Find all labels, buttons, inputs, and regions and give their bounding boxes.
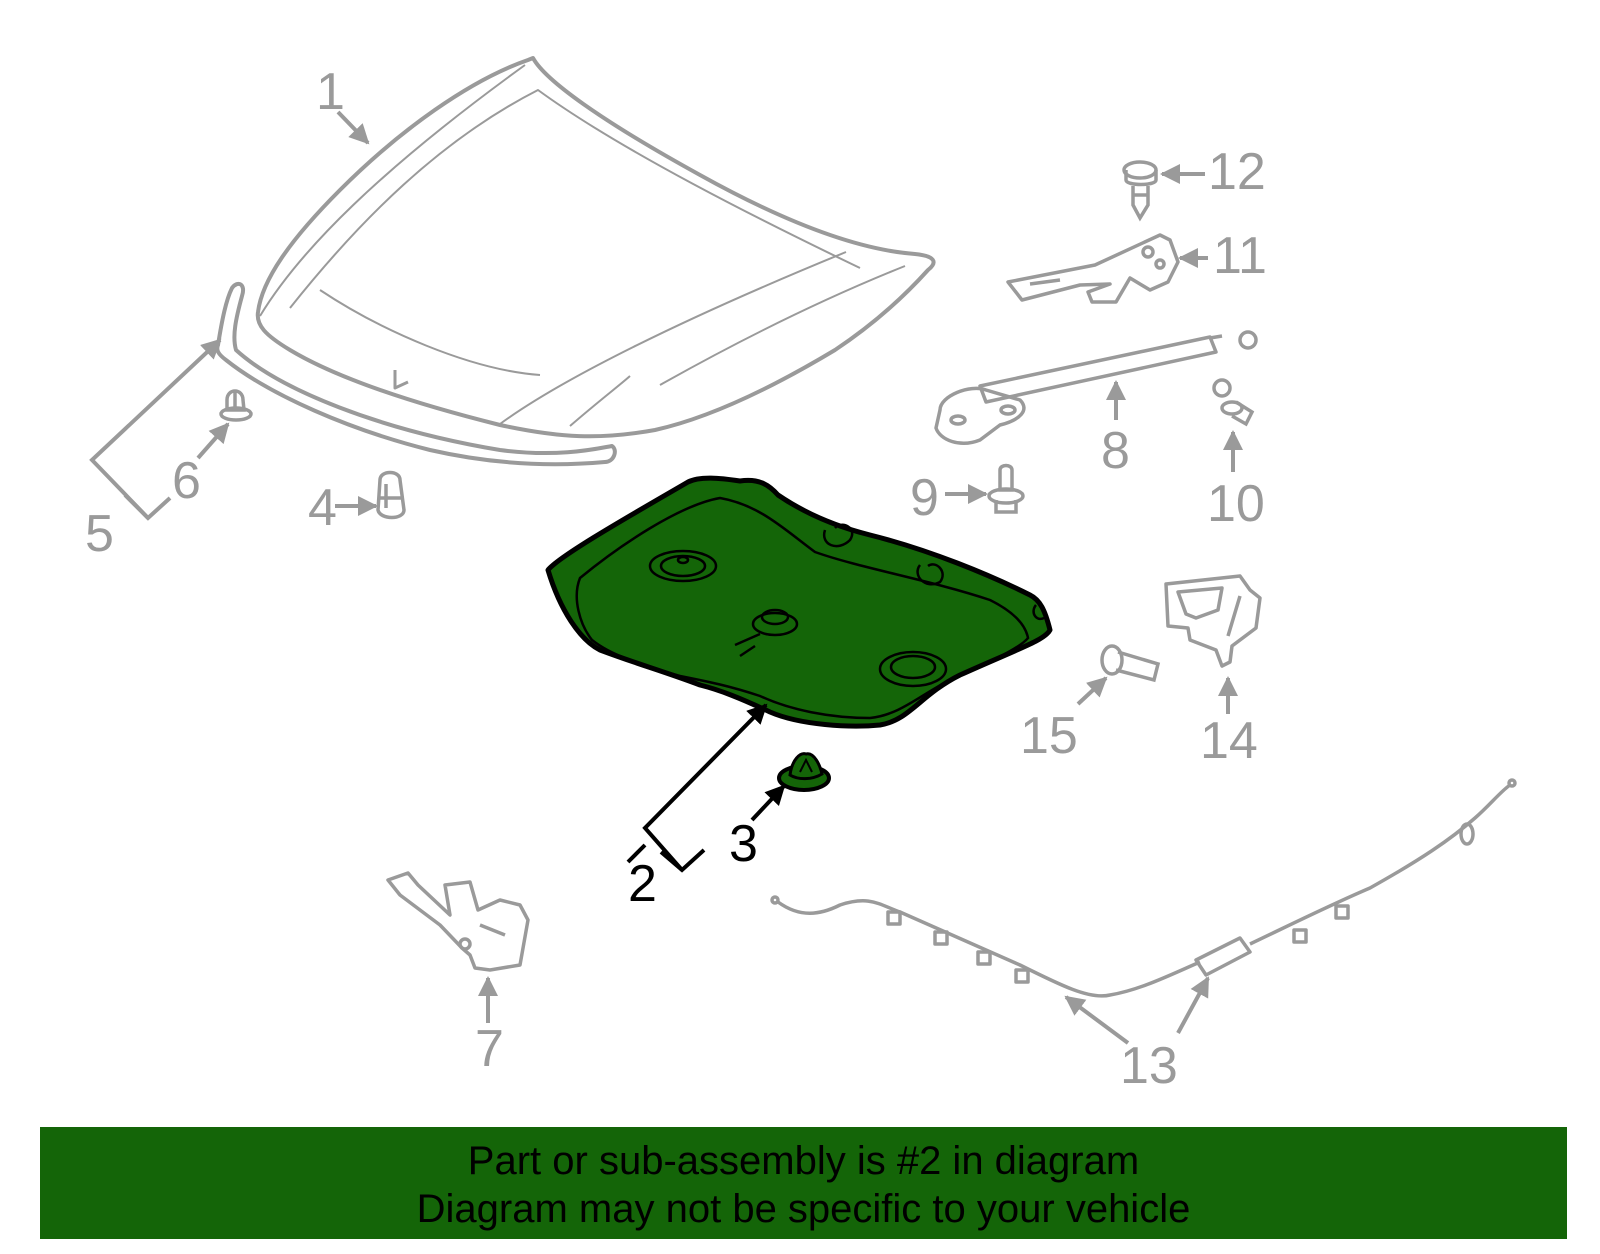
hood-insulator-icon[interactable] [545,475,1053,729]
callout-14[interactable]: 14 [1200,712,1258,770]
callout-9[interactable]: 9 [910,469,939,527]
hinge-bolt-icon[interactable] [1122,160,1158,222]
release-handle-icon[interactable] [386,871,530,972]
insulator-clip-icon[interactable] [777,752,831,792]
callout-6[interactable]: 6 [172,452,201,510]
info-banner: Part or sub-assembly is #2 in diagram Di… [40,1127,1567,1239]
callout-13[interactable]: 13 [1120,1037,1178,1095]
hood-hinge-icon[interactable] [1006,233,1180,304]
hood-latch-icon[interactable] [1164,574,1262,668]
hood-seal-icon[interactable] [215,281,617,467]
callout-3[interactable]: 3 [729,815,758,873]
callout-7[interactable]: 7 [475,1020,504,1078]
latch-bolt-icon[interactable] [1100,644,1161,683]
hood-panel-icon[interactable] [255,56,936,439]
callout-15[interactable]: 15 [1020,707,1078,765]
ball-stud-icon[interactable] [1212,378,1255,427]
callout-2[interactable]: 2 [628,855,657,913]
callout-12[interactable]: 12 [1208,143,1266,201]
banner-part-notice: Part or sub-assembly is #2 in diagram [467,1139,1140,1183]
bumper-stop-icon[interactable] [376,470,406,520]
callout-11[interactable]: 11 [1213,227,1267,285]
lift-support-strut-icon[interactable] [934,330,1258,445]
callout-8[interactable]: 8 [1101,422,1130,480]
seal-clip-icon[interactable] [219,389,253,422]
banner-disclaimer: Diagram may not be specific to your vehi… [416,1187,1191,1231]
callout-10[interactable]: 10 [1207,475,1265,533]
release-cable-icon[interactable] [770,778,1517,998]
callout-5[interactable]: 5 [85,505,114,563]
callout-1[interactable]: 1 [316,63,345,121]
strut-bolt-icon[interactable] [987,463,1025,514]
callout-4[interactable]: 4 [308,479,337,537]
